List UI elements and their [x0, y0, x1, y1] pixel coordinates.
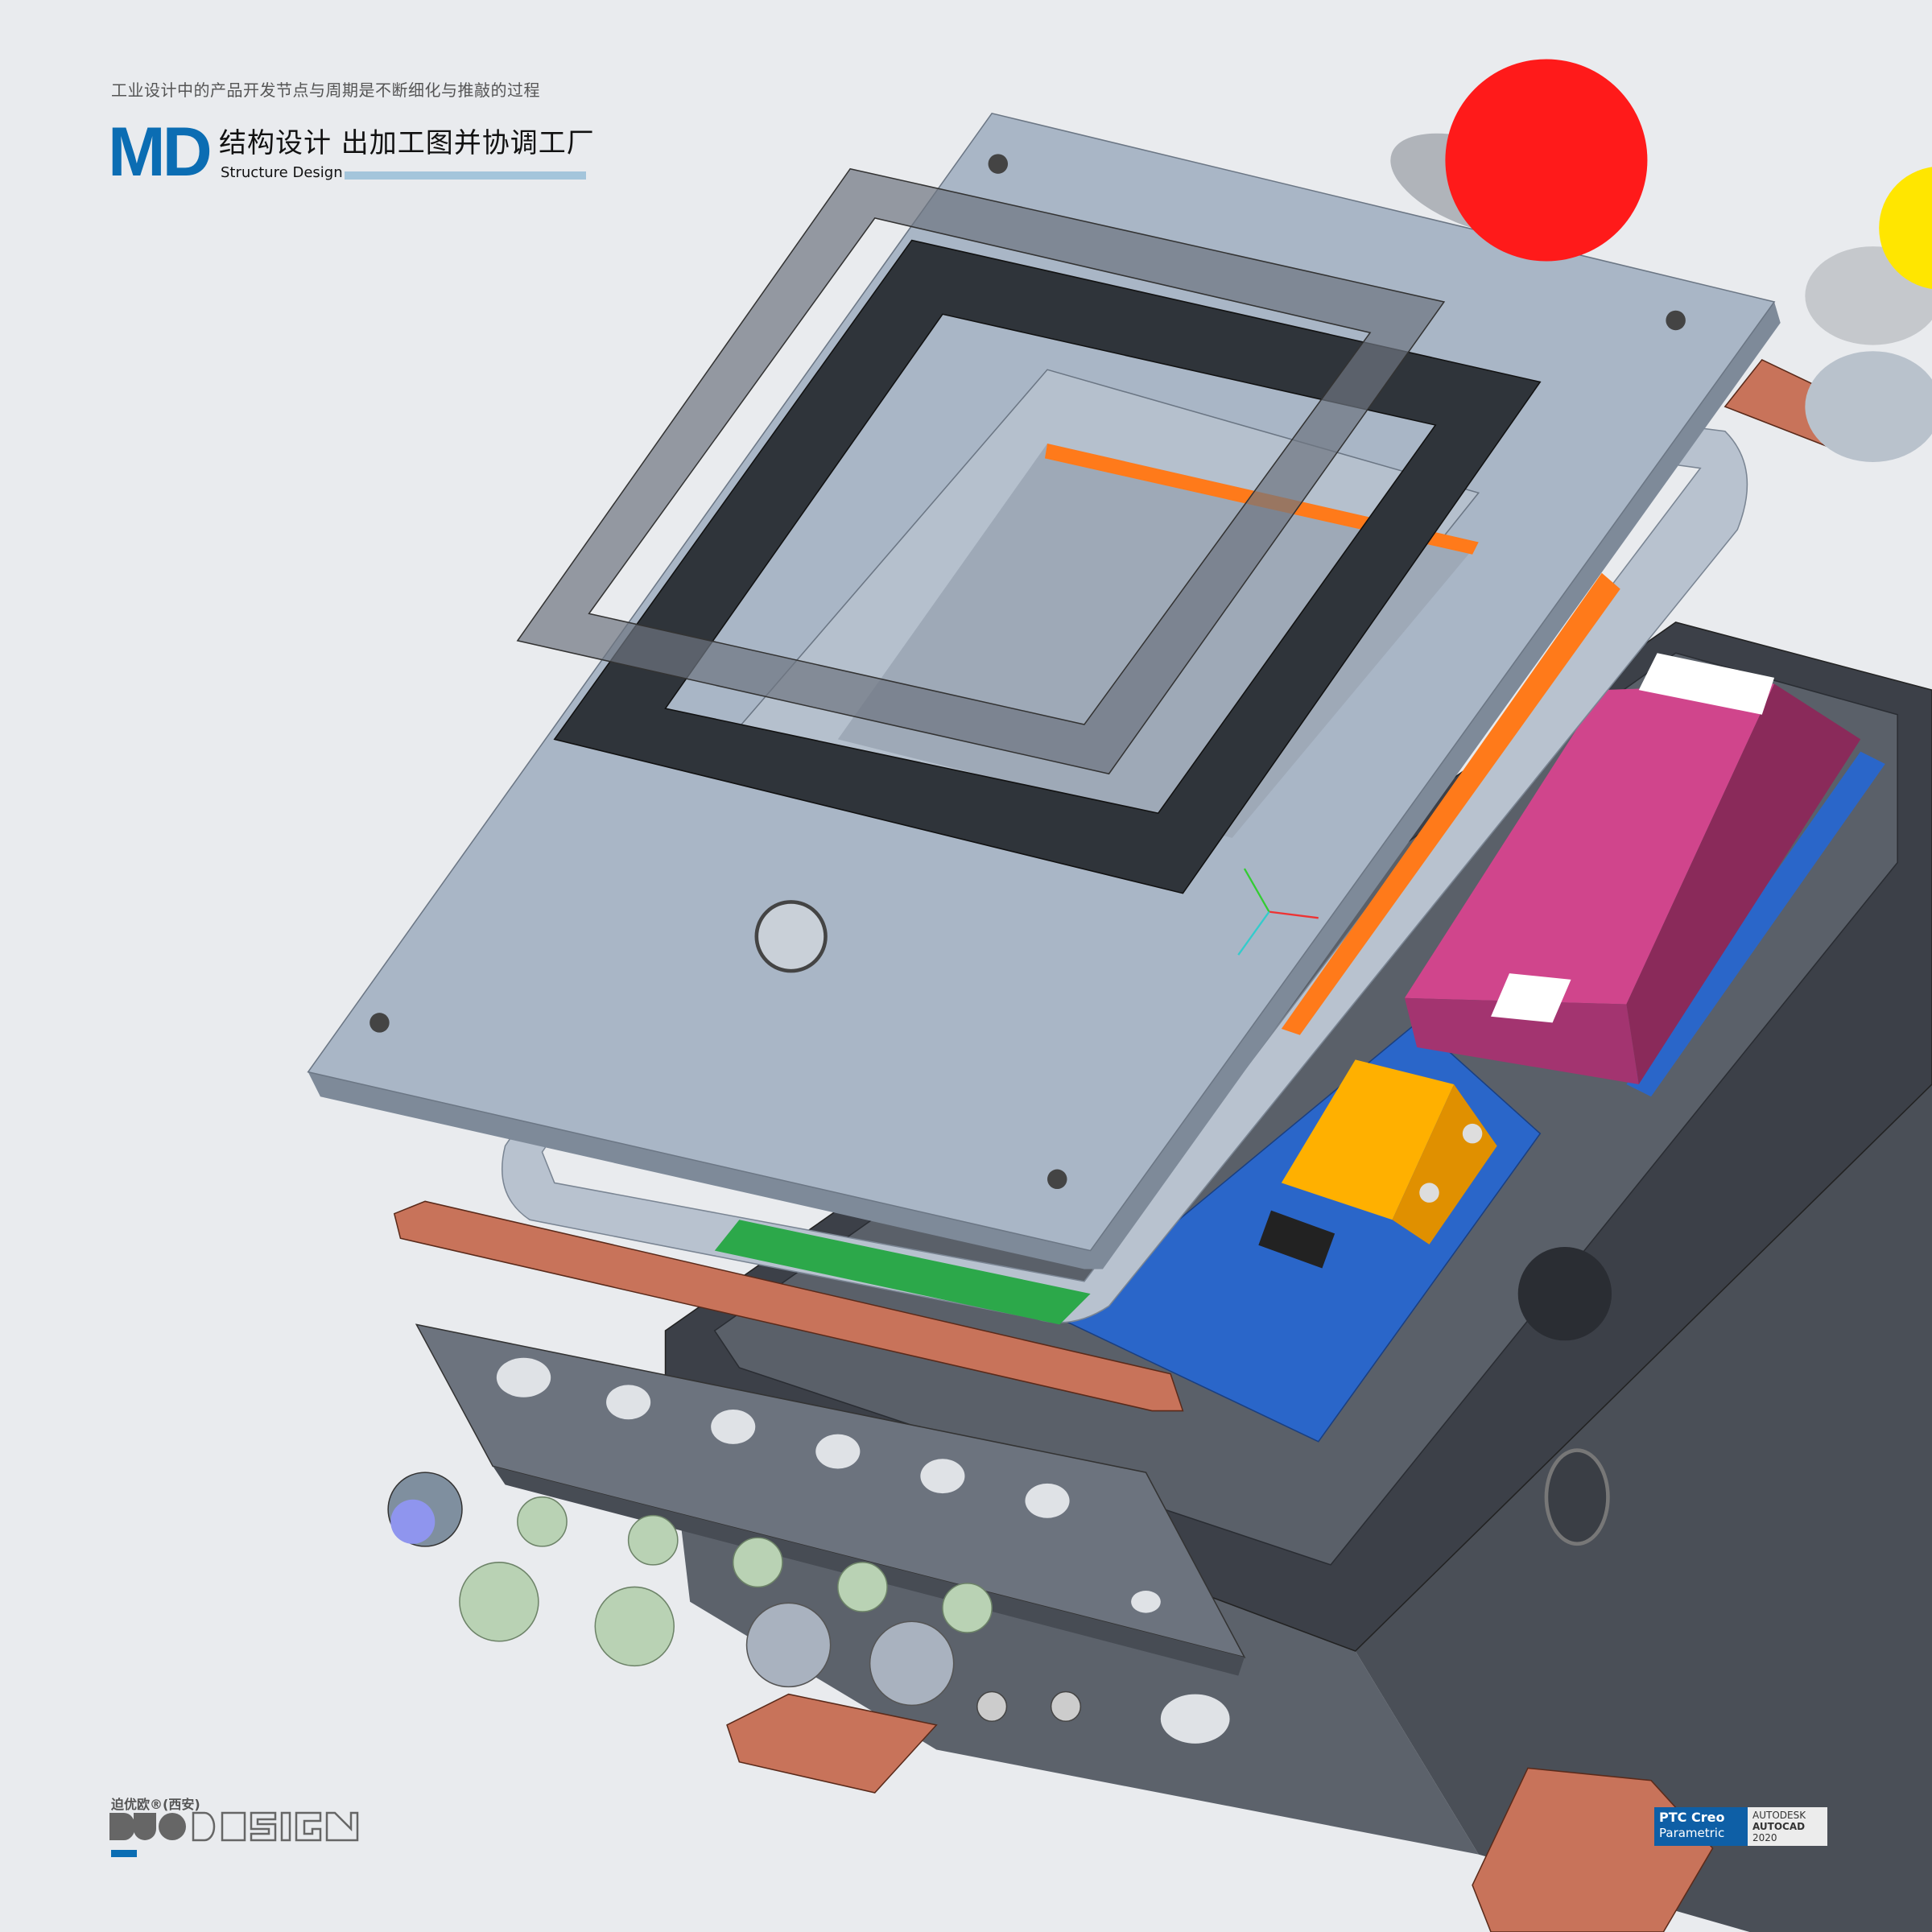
duo-design-logo: [109, 1811, 359, 1842]
title-underline: [345, 171, 586, 180]
red-indicator-lamp: [1390, 59, 1648, 262]
page-title: 结构设计 出加工图并协调工厂: [219, 127, 595, 159]
axis-triad: [1237, 868, 1319, 956]
software-badge: PTC Creo Parametric AUTODESK AUTOCAD 202…: [1654, 1807, 1827, 1846]
page-title-en: Structure Design: [221, 164, 343, 181]
company-name: 迫优欧®(西安): [111, 1797, 200, 1812]
glass-frame: [516, 167, 1446, 775]
green-board: [714, 1220, 1091, 1325]
md-badge: MD: [108, 114, 213, 191]
header-subtitle: 工业设计中的产品开发节点与周期是不断细化与推敲的过程: [111, 80, 540, 100]
copper-parts: [393, 358, 1880, 1932]
relay-block: [1258, 1059, 1497, 1269]
logo-accent-bar: [111, 1850, 137, 1857]
yellow-indicator-lamp: [1805, 167, 1932, 462]
gasket-frame: [553, 239, 1542, 894]
push-button: [1517, 1246, 1612, 1341]
connectors: [387, 1472, 1082, 1723]
ptc-creo-badge: PTC Creo Parametric: [1654, 1807, 1748, 1846]
battery-pack: [1404, 653, 1861, 1084]
blue-rail: [1626, 751, 1885, 1097]
autocad-badge: AUTODESK AUTOCAD 2020: [1748, 1807, 1827, 1846]
